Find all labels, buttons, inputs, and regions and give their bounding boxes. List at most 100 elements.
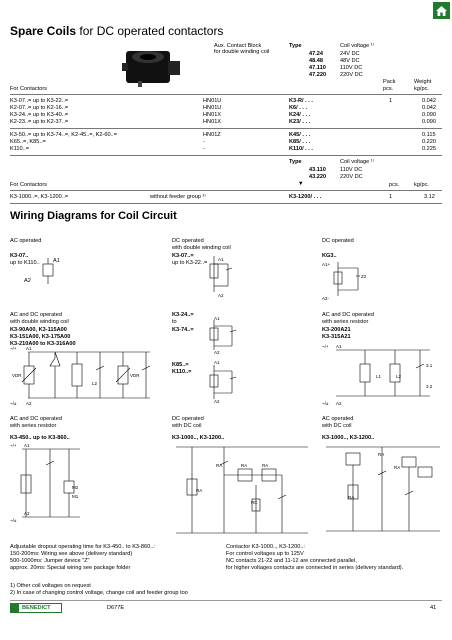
block-type: KG3.. xyxy=(322,253,337,259)
weight-cell: 0.042 xyxy=(422,98,436,104)
aux-header-2: for double winding coil xyxy=(214,49,270,55)
voltage-code: 47.110 xyxy=(309,65,326,71)
coil-diagram-k85 xyxy=(208,365,248,401)
page-title: Spare Coils for DC operated contactors xyxy=(10,24,224,38)
coil-diagram-k3-24 xyxy=(208,320,248,352)
resistor-label: RA xyxy=(378,452,385,457)
contactor-cell: K110..= xyxy=(10,146,30,152)
weight-header-2: kg/pc. xyxy=(414,86,429,92)
pack-header: Pack xyxy=(383,79,396,85)
note-line: Contactor K3-1000.., K3-1200..: xyxy=(226,544,305,550)
contactor-cell: K65..=, K85..= xyxy=(10,139,46,145)
weight-header: Weight xyxy=(414,79,432,85)
weight-cell: 0.090 xyxy=(422,119,436,125)
voltage-value: 24V DC xyxy=(340,51,360,57)
resistor-label: RA xyxy=(348,495,355,500)
terminal-label: A2 xyxy=(218,293,224,298)
block-type: K85..= xyxy=(172,362,189,368)
aux-cell: - xyxy=(203,139,205,145)
block-caption: DC operated xyxy=(172,416,204,422)
aux-cell: - xyxy=(203,146,205,152)
type-cell: K85/ . . . xyxy=(289,139,311,145)
voltage-value: 110V DC xyxy=(340,65,363,71)
note-line: NC contacts 21-22 and 11-12 are connecte… xyxy=(226,558,357,564)
block-type: K3-07..= xyxy=(172,253,194,259)
block-caption: DC operated xyxy=(322,238,354,244)
arrow-down-icon: ▼ xyxy=(298,181,304,187)
block-type: K3-24..= xyxy=(172,312,194,318)
block-type: to xyxy=(172,319,177,325)
contactor-cell: K2-07..= up to K2-16..= xyxy=(10,105,69,111)
block-type: K3-200A21 xyxy=(322,327,351,333)
terminal-label: A1 xyxy=(26,346,32,351)
note-line: 150-200ms: Wiring see above (delivery st… xyxy=(10,551,133,557)
pack-cell: 1 xyxy=(389,194,393,200)
note-line: approx. 20ms: Special wiring see package… xyxy=(10,565,131,571)
vdr-label: VDR xyxy=(12,373,22,378)
voltage-value: 48V DC xyxy=(340,58,360,64)
block-caption: AC operated xyxy=(10,238,42,244)
block-caption: AC and DC operated xyxy=(10,312,62,318)
type-cell: K6/ . . . xyxy=(289,105,308,111)
divider xyxy=(10,128,442,129)
pack-cell: 1 xyxy=(389,98,393,104)
block-type: K3-74..= xyxy=(172,327,194,333)
coil-diagram-double-winding xyxy=(208,256,248,296)
vdr-label: VDR xyxy=(130,373,140,378)
coil-diagram-kg3 xyxy=(330,262,374,298)
type-cell: K24/ . . . xyxy=(289,112,311,118)
pack-header: pcs. xyxy=(389,182,400,188)
block-type: up to K110.. xyxy=(10,260,40,266)
terminal-label: A2 xyxy=(214,399,220,404)
block-caption: AC operated xyxy=(322,416,354,422)
note-line: Adjustable dropout operating time for K3… xyxy=(10,544,155,550)
block-caption: with series resistor xyxy=(322,319,369,325)
footnote: 2) In case of changing control voltage, … xyxy=(10,590,188,596)
note-cell: without feeder group ²⁾ xyxy=(150,194,206,200)
terminal-label: M2 xyxy=(72,485,79,490)
terminal-label: A1 xyxy=(53,258,60,264)
voltage-code: 47.24 xyxy=(309,51,323,57)
supply-label: ~/+ xyxy=(10,443,17,448)
type-cell: K45/ . . . xyxy=(289,132,311,138)
block-type: K3-450.. up to K3-860.. xyxy=(10,435,70,441)
coil-diagram-ac xyxy=(40,258,70,288)
coil-diagram-series-resistor xyxy=(320,346,444,402)
supply-label: ~/± xyxy=(10,518,17,523)
terminal-label: 3.2 xyxy=(426,384,433,389)
block-caption: AC and DC operated xyxy=(10,416,62,422)
coil-label: L2 xyxy=(396,374,402,379)
voltage-value: 110V DC xyxy=(340,167,363,173)
resistor-label: RA xyxy=(262,463,269,468)
block-caption: AC and DC operated xyxy=(322,312,374,318)
terminal-label: A1 xyxy=(214,316,220,321)
aux-header: Aux. Contact Block xyxy=(214,43,262,49)
contactor-cell: K3-24..= up to K3-40..= xyxy=(10,112,69,118)
coil-diagram-k3-1000-ac xyxy=(322,445,444,535)
coil-diagram-k3-1000-dc xyxy=(172,445,312,535)
supply-label: ~/± xyxy=(322,401,329,406)
voltage-header: Coil voltage ¹⁾ xyxy=(340,43,375,49)
footnote: 1) Other coil voltages on request xyxy=(10,583,91,589)
terminal-label: Z2 xyxy=(361,274,367,279)
home-icon[interactable] xyxy=(433,2,450,19)
aux-cell: HN01X xyxy=(203,119,222,125)
weight-cell: 0.225 xyxy=(422,146,436,152)
resistor-label: RA xyxy=(196,488,203,493)
voltage-code: 48.48 xyxy=(309,58,323,64)
aux-cell: HN01U xyxy=(203,105,222,111)
divider xyxy=(10,203,442,204)
weight-cell: 0.220 xyxy=(422,139,436,145)
supply-label: ~/+ xyxy=(322,344,329,349)
coil-photo xyxy=(120,43,186,94)
contactor-cell: K2-23..= up to K2-37..= xyxy=(10,119,69,125)
terminal-label: 3.1 xyxy=(426,363,433,368)
aux-cell: HN01X xyxy=(203,112,222,118)
contactor-cell: K3-50..= up to K3-74..=, K2-45..=, K2-60… xyxy=(10,132,117,138)
aux-cell: HN01U xyxy=(203,98,222,104)
supply-label: ~/+ xyxy=(10,346,17,351)
pack-header-2: pcs. xyxy=(383,86,394,92)
resistor-label: RC xyxy=(251,500,258,505)
block-caption: DC operated xyxy=(172,238,204,244)
coil-diagram-k3-450 xyxy=(10,445,90,523)
